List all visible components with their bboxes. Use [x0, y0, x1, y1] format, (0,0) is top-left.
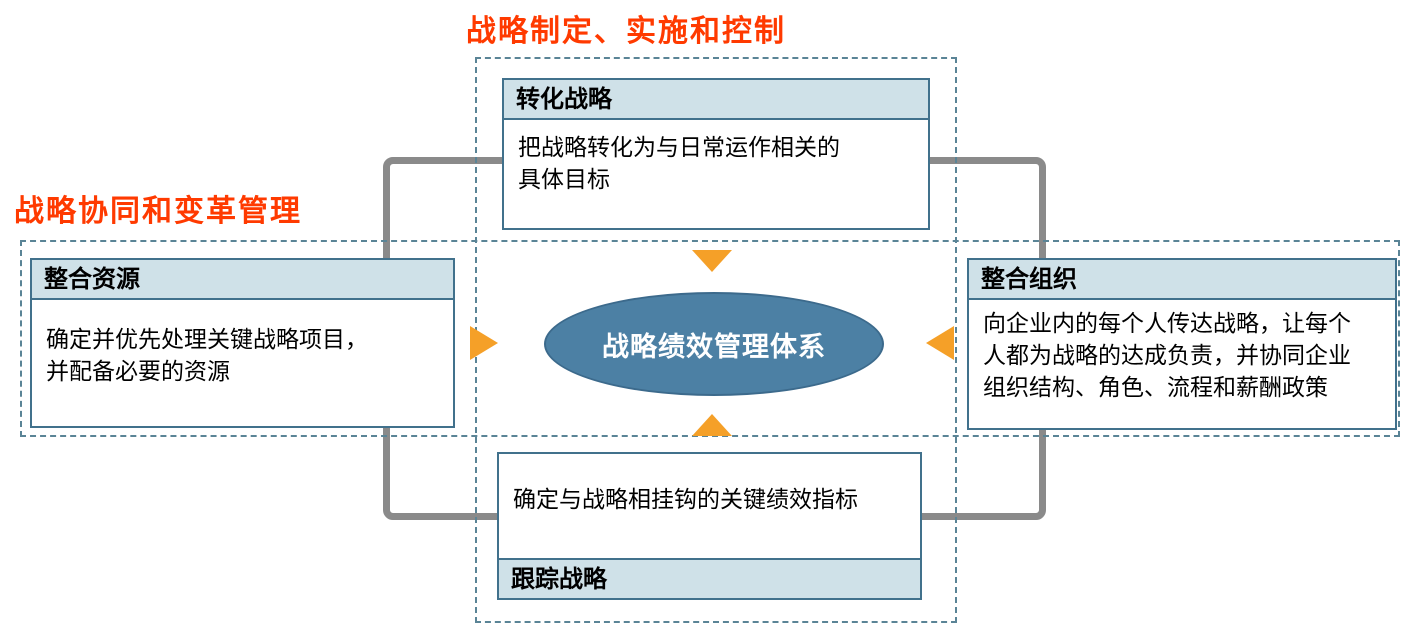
box-translate-strategy: 转化战略 把战略转化为与日常运作相关的 具体目标 — [502, 78, 930, 230]
arrow-up-icon — [692, 414, 732, 436]
arrow-left-icon — [926, 326, 954, 360]
arrow-down-icon — [692, 250, 732, 272]
title-strategy-alignment: 战略协同和变革管理 — [14, 194, 302, 229]
box-track-strategy-header: 跟踪战略 — [499, 558, 920, 598]
box-translate-strategy-body: 把战略转化为与日常运作相关的 具体目标 — [518, 135, 840, 194]
box-integrate-resources-header: 整合资源 — [32, 260, 453, 300]
box-integrate-organization: 整合组织 向企业内的每个人传达战略，让每个 人都为战略的达成负责，并协同企业 组… — [967, 258, 1397, 430]
title-strategy-formulation: 战略制定、实施和控制 — [466, 14, 786, 49]
dashed-region-alignment — [20, 240, 1400, 437]
arrow-right-icon — [470, 326, 498, 360]
box-integrate-organization-body: 向企业内的每个人传达战略，让每个 人都为战略的达成负责，并协同企业 组织结构、角… — [983, 311, 1351, 402]
box-track-strategy: 确定与战略相挂钩的关键绩效指标 跟踪战略 — [497, 452, 922, 600]
box-integrate-resources: 整合资源 确定并优先处理关键战略项目， 并配备必要的资源 — [30, 258, 455, 428]
box-integrate-resources-body: 确定并优先处理关键战略项目， 并配备必要的资源 — [46, 327, 368, 386]
center-ellipse: 战略绩效管理体系 — [544, 292, 884, 396]
box-track-strategy-body: 确定与战略相挂钩的关键绩效指标 — [513, 487, 858, 513]
center-ellipse-label: 战略绩效管理体系 — [602, 331, 826, 363]
box-translate-strategy-header: 转化战略 — [504, 80, 928, 120]
box-integrate-organization-header: 整合组织 — [969, 260, 1395, 300]
